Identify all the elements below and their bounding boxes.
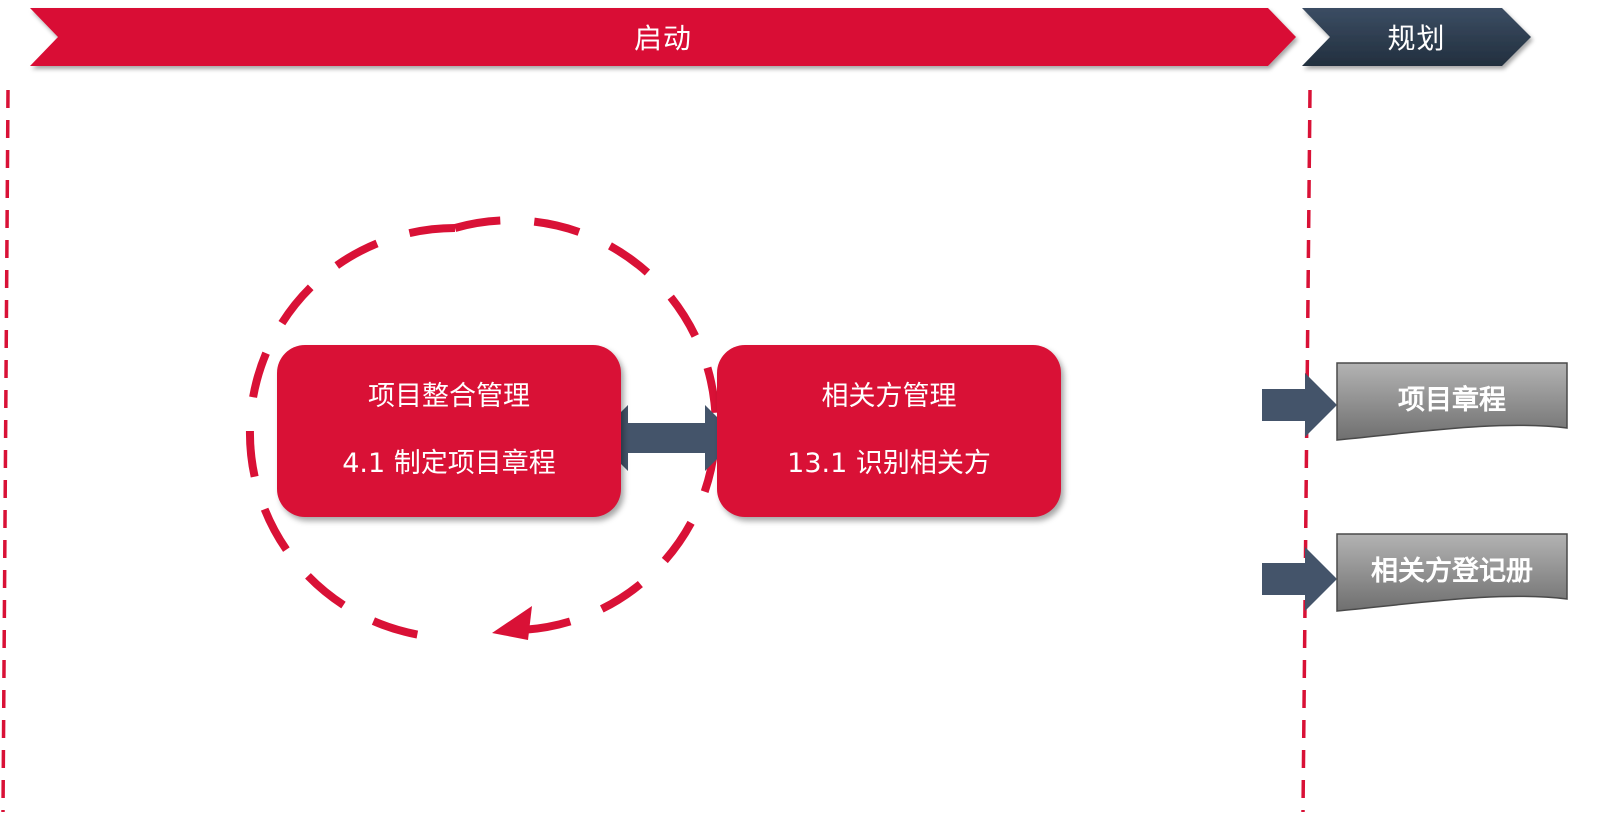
- knowledge-area-label: 项目整合管理: [368, 381, 530, 412]
- output-document-shape: [1336, 362, 1568, 441]
- phase-label-current: 启动: [633, 22, 692, 55]
- phase-chevron-current: [30, 8, 1296, 66]
- knowledge-area-label: 相关方管理: [821, 381, 957, 412]
- output-stakeholder-register: 相关方登记册: [1371, 555, 1533, 587]
- iteration-cycle-arc-rest: [246, 224, 456, 639]
- process-label: 4.1 制定项目章程: [342, 448, 556, 479]
- cycle-arrowhead-icon: [492, 606, 532, 640]
- output-project-charter: 项目章程: [1398, 384, 1506, 416]
- process-label: 13.1 识别相关方: [787, 448, 991, 479]
- phase-label-next: 规划: [1387, 22, 1446, 55]
- phase-boundary-right: [1301, 89, 1312, 813]
- output-arrow-icon: [1262, 373, 1337, 437]
- process-box-stakeholder: 相关方管理 13.1 识别相关方: [717, 345, 1061, 517]
- phase-boundary-left: [1, 89, 10, 813]
- iteration-cycle-arc: [453, 216, 720, 635]
- bidirectional-arrow-icon: [595, 405, 738, 471]
- output-document-shape: [1336, 533, 1568, 612]
- output-arrow-icon: [1262, 547, 1337, 611]
- process-box-integration: 项目整合管理 4.1 制定项目章程: [277, 345, 621, 517]
- phase-chevron-next: [1302, 8, 1531, 66]
